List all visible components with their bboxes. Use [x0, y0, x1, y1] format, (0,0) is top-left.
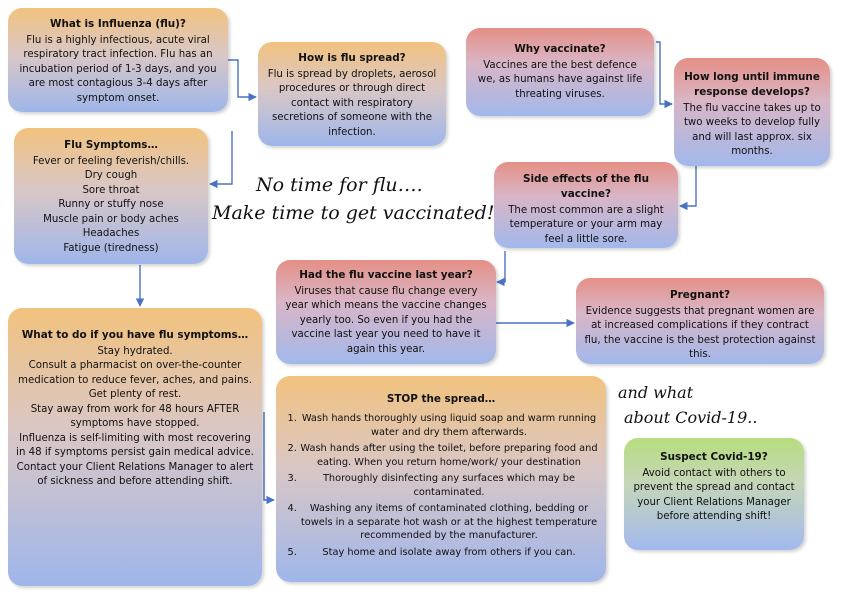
covid-title: Suspect Covid-19?: [660, 451, 768, 463]
spread-box: How is flu spread? Flu is spread by drop…: [258, 42, 446, 146]
what-to-do-item: Stay hydrated.: [97, 345, 173, 357]
last-year-box: Had the flu vaccine last year? Viruses t…: [276, 260, 496, 364]
what-to-do-item: Contact your Client Relations Manager to…: [16, 461, 254, 488]
symptom-item: Muscle pain or body aches: [43, 213, 179, 225]
arrow-spread-to-symptoms: [209, 131, 233, 189]
covid-box: Suspect Covid-19? Avoid contact with oth…: [624, 438, 804, 550]
last-year-title: Had the flu vaccine last year?: [299, 269, 473, 281]
immune-title: How long until immune response develops?: [684, 71, 820, 98]
side-effects-title: Side effects of the flu vaccine?: [523, 173, 649, 200]
stop-spread-item: Wash hands thoroughly using liquid soap …: [300, 412, 598, 439]
stop-spread-box: STOP the spread… Wash hands thoroughly u…: [276, 376, 606, 582]
slogan-line-1: No time for flu….: [256, 174, 423, 196]
influenza-title: What is Influenza (flu)?: [50, 18, 186, 30]
stop-spread-item: Thoroughly disinfecting any surfaces whi…: [300, 472, 598, 499]
last-year-body: Viruses that cause flu change every year…: [285, 285, 487, 355]
covid-text-line-2: about Covid-19..: [624, 408, 758, 427]
arrow-whattodo-to-stop: [263, 412, 275, 505]
why-vaccinate-box: Why vaccinate? Vaccines are the best def…: [466, 28, 654, 116]
what-to-do-item: Get plenty of rest.: [88, 389, 182, 401]
side-effects-box: Side effects of the flu vaccine? The mos…: [494, 162, 678, 248]
symptom-item: Runny or stuffy nose: [58, 199, 164, 211]
symptom-item: Fatigue (tiredness): [63, 242, 159, 254]
pregnant-body: Evidence suggests that pregnant women ar…: [584, 305, 816, 361]
symptoms-box: Flu Symptoms… Fever or feeling feverish/…: [14, 128, 208, 264]
stop-spread-list: Wash hands thoroughly using liquid soap …: [284, 412, 598, 559]
why-vaccinate-title: Why vaccinate?: [514, 43, 606, 55]
what-to-do-item: Stay away from work for 48 hours AFTER s…: [30, 403, 240, 430]
symptoms-title: Flu Symptoms…: [64, 139, 158, 151]
what-to-do-title: What to do if you have flu symptoms…: [21, 329, 249, 341]
spread-title: How is flu spread?: [298, 52, 406, 64]
influenza-box: What is Influenza (flu)? Flu is a highly…: [8, 8, 228, 112]
stop-spread-title: STOP the spread…: [386, 393, 496, 405]
arrow-side-to-lastyear: [496, 251, 506, 287]
arrow-influenza-to-spread: [228, 59, 257, 102]
what-to-do-item: Consult a pharmacist on over-the-counter…: [18, 360, 252, 386]
what-to-do-box: What to do if you have flu symptoms… Sta…: [8, 308, 262, 586]
arrow-immune-to-side: [679, 166, 697, 211]
symptom-item: Headaches: [82, 228, 140, 240]
covid-text-line-1: and what: [618, 383, 694, 402]
arrow-why-to-immune: [656, 41, 673, 109]
pregnant-box: Pregnant? Evidence suggests that pregnan…: [576, 278, 824, 364]
symptom-item: Sore throat: [82, 184, 140, 196]
what-to-do-item: Influenza is self-limiting with most rec…: [16, 432, 254, 459]
slogan-line-2: Make time to get vaccinated!: [212, 202, 495, 224]
stop-spread-item: Washing any items of contaminated clothi…: [300, 502, 598, 543]
stop-spread-item: Wash hands after using the toilet, befor…: [300, 442, 598, 469]
covid-body: Avoid contact with others to prevent the…: [633, 467, 795, 523]
side-effects-body: The most common are a slight temperature…: [508, 204, 664, 245]
pregnant-title: Pregnant?: [669, 289, 731, 301]
stop-spread-item: Stay home and isolate away from others i…: [300, 546, 598, 560]
why-vaccinate-body: Vaccines are the best defence we, as hum…: [477, 59, 643, 100]
influenza-body: Flu is a highly infectious, acute viral …: [19, 34, 217, 104]
spread-body: Flu is spread by droplets, aerosol proce…: [267, 68, 437, 138]
immune-box: How long until immune response develops?…: [674, 58, 830, 166]
symptom-item: Dry cough: [84, 170, 138, 182]
symptom-item: Fever or feeling feverish/chills.: [32, 155, 190, 167]
immune-body: The flu vaccine takes up to two weeks to…: [683, 102, 821, 157]
